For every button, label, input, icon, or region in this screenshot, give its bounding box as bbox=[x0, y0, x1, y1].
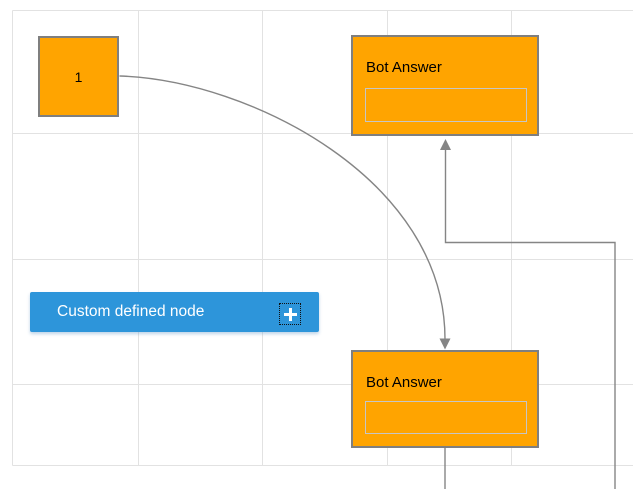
add-button[interactable] bbox=[279, 303, 301, 325]
node-title: Bot Answer bbox=[366, 374, 442, 391]
answer-input-box[interactable] bbox=[365, 401, 527, 434]
link-arrowheads bbox=[439, 139, 451, 350]
link-into-bot-top[interactable] bbox=[444, 150, 616, 489]
arrowhead-up-icon bbox=[440, 139, 451, 150]
node-bot-answer-bottom[interactable]: Bot Answer bbox=[351, 350, 539, 448]
node-start[interactable]: 1 bbox=[38, 36, 119, 117]
answer-input-box[interactable] bbox=[365, 88, 527, 122]
link-strokes bbox=[119, 75, 616, 489]
node-custom-label: Custom defined node bbox=[57, 303, 205, 320]
link-start-to-bot-bottom[interactable] bbox=[119, 75, 446, 340]
node-bot-answer-top[interactable]: Bot Answer bbox=[351, 35, 539, 136]
node-title: Bot Answer bbox=[366, 59, 442, 76]
node-start-label: 1 bbox=[74, 68, 83, 85]
arrowhead-down-icon bbox=[439, 338, 451, 350]
plus-icon bbox=[283, 307, 297, 321]
node-custom-defined[interactable]: Custom defined node bbox=[30, 292, 319, 332]
